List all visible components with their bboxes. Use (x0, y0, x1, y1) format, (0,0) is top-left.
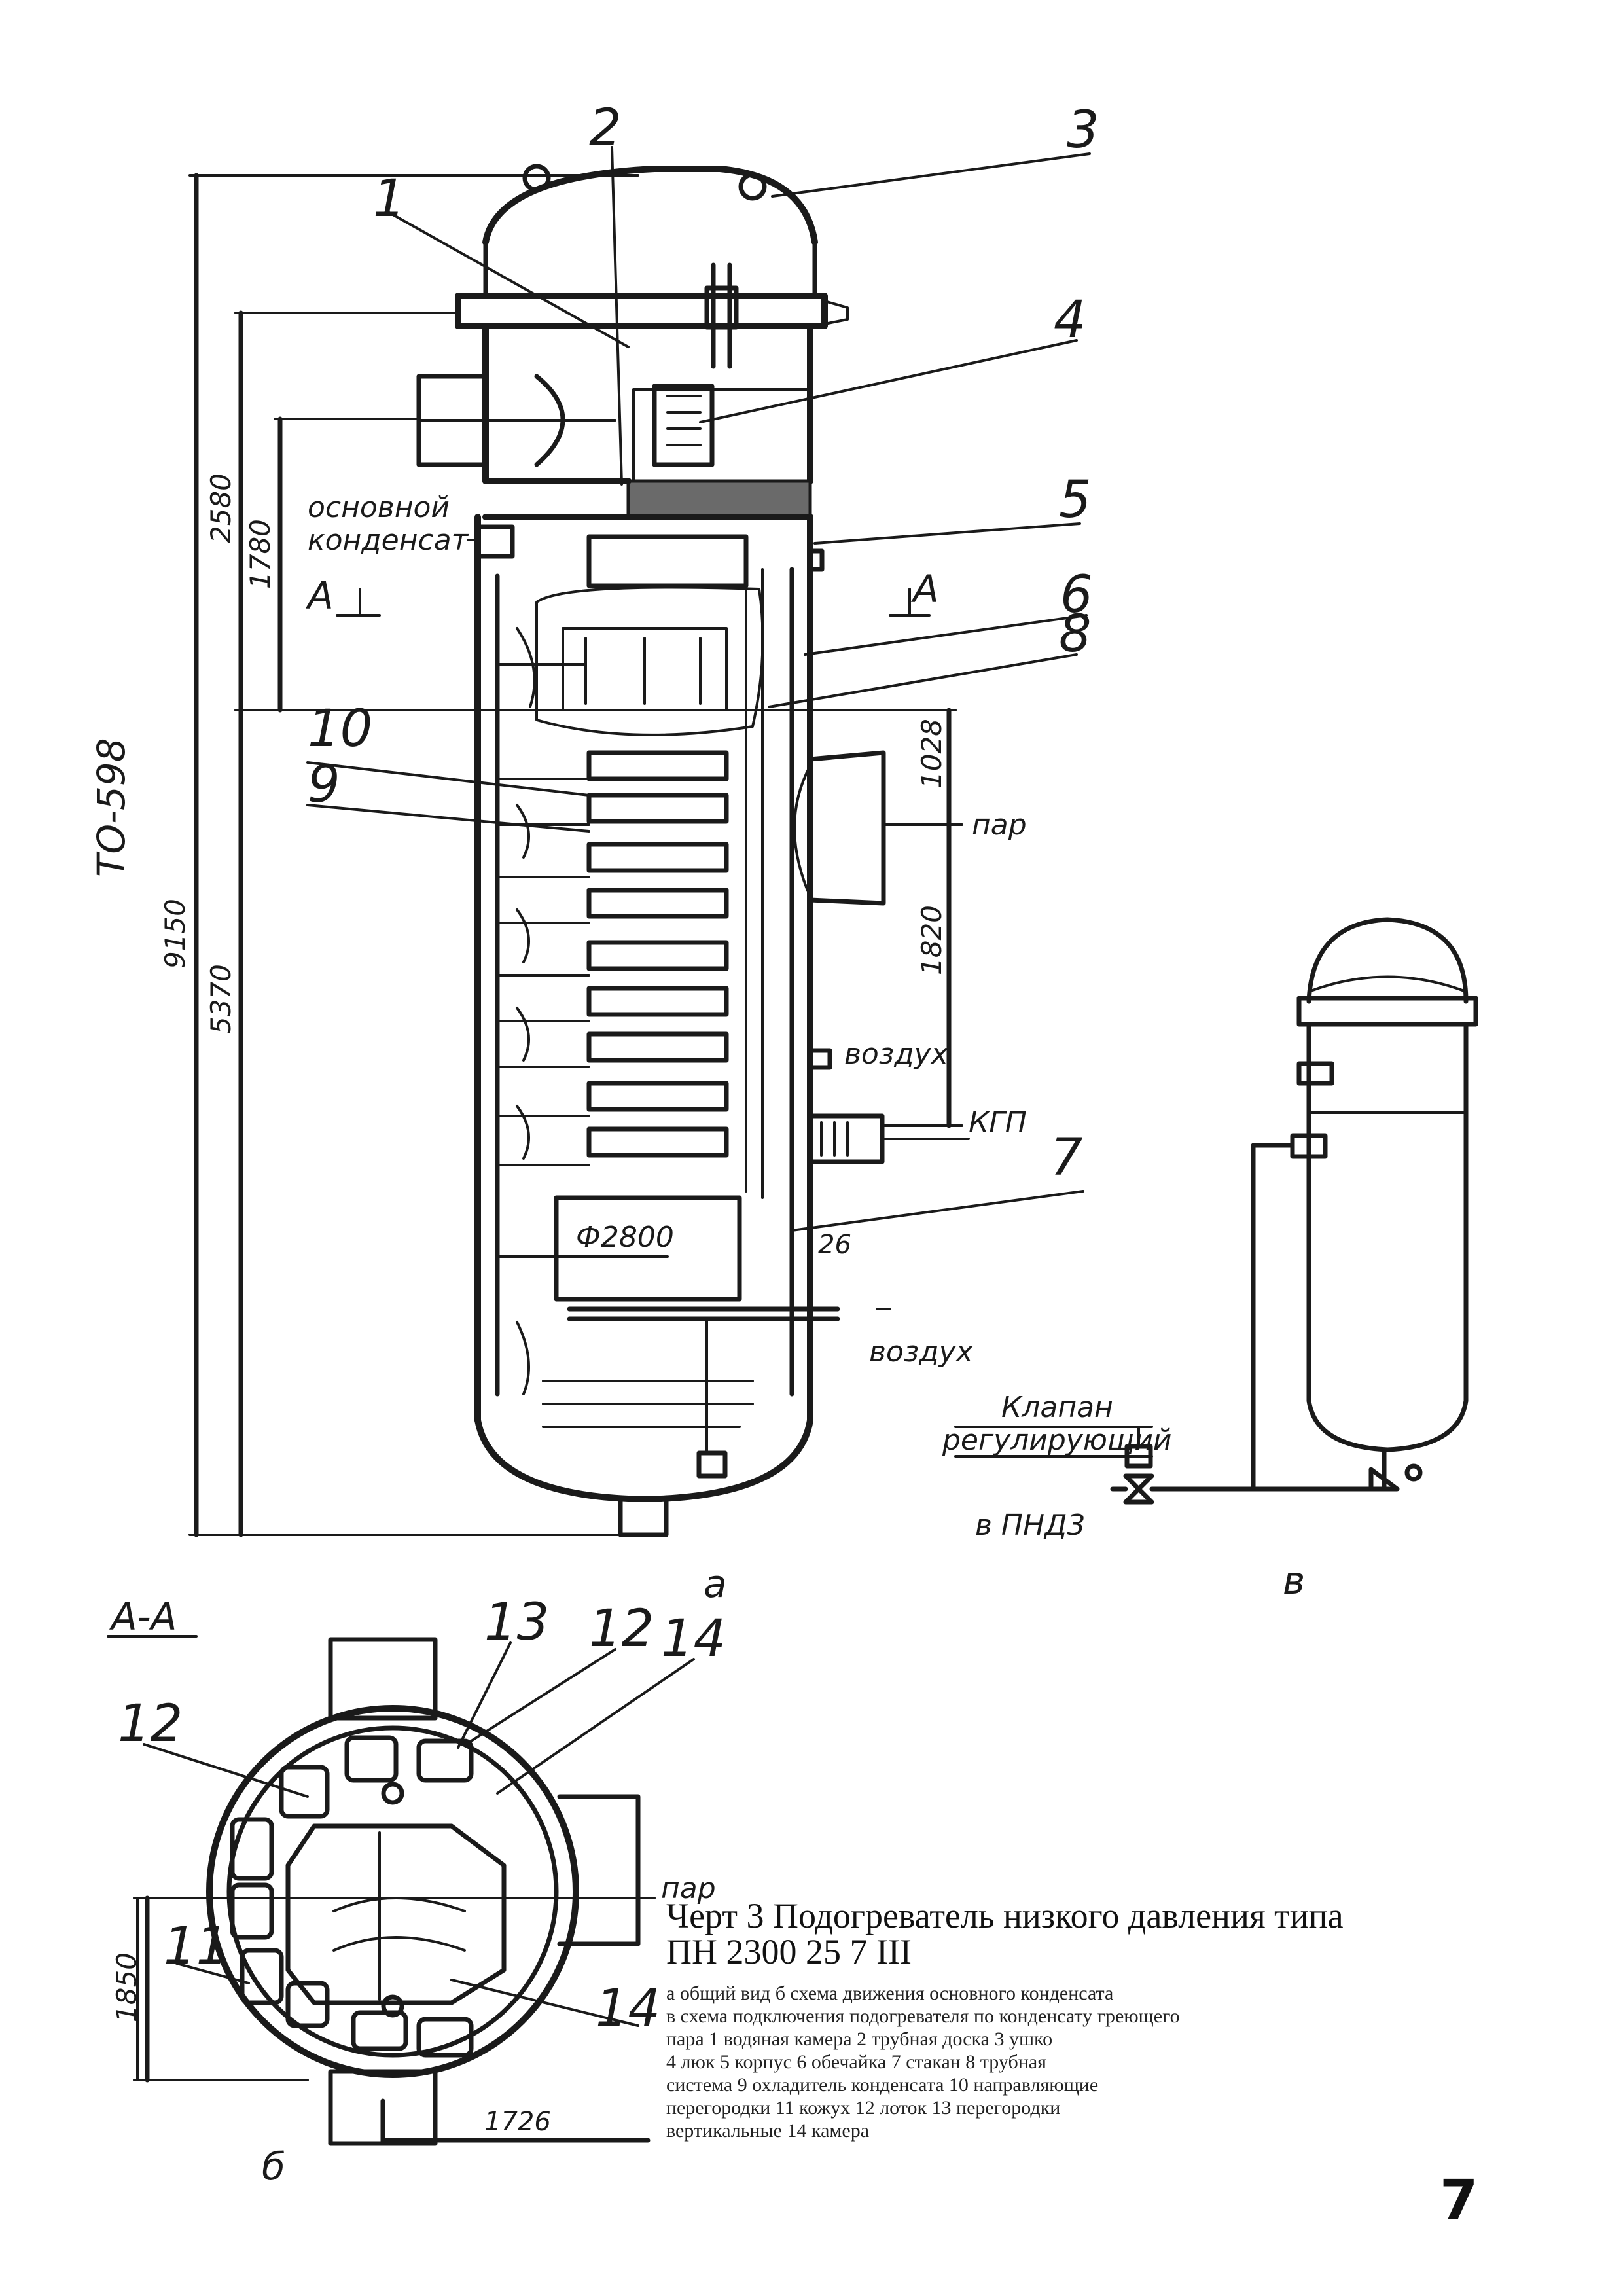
callout-2: 2 (589, 99, 622, 158)
callout-7: 7 (1050, 1128, 1083, 1187)
guide-baffles (496, 663, 669, 1258)
main-flange (455, 293, 828, 329)
label-diameter: Ф2800 (576, 1221, 674, 1254)
drain-nozzle (618, 1496, 669, 1537)
tube-sheet (626, 479, 812, 519)
callout-10: 10 (308, 700, 372, 759)
general-view (188, 146, 1091, 1537)
label-air-out: воздух (869, 1335, 974, 1369)
tube-system (586, 750, 729, 1158)
caption-line-3: пара 1 водяная камера 2 трубная доска 3 … (666, 2028, 1052, 2050)
callout-8: 8 (1059, 605, 1092, 664)
section-aa (107, 1635, 695, 2146)
dim-9150: 9150 (159, 899, 191, 969)
caption-line-1: а общий вид б схема движения основного к… (666, 1982, 1113, 2004)
drawing-id: ТО-598 (89, 738, 134, 877)
glass (554, 1195, 742, 1302)
label-section-aa: А-А (109, 1594, 177, 1639)
page-number: 7 (1440, 2168, 1478, 2232)
label-air-in: воздух (844, 1037, 949, 1071)
callout-3: 3 (1067, 101, 1099, 160)
label-main-condensate-line2: конденсат (308, 524, 469, 557)
label-kgp: КГП (969, 1106, 1027, 1139)
label-valve-line2: регулирующий (942, 1424, 1172, 1457)
manhole (652, 384, 715, 467)
label-main-condensate-line1: основной (308, 491, 450, 524)
dim-5370: 5370 (205, 964, 237, 1034)
label-view-v: в (1283, 1558, 1305, 1603)
dim-26: 26 (818, 1230, 851, 1260)
caption-line-5: система 9 охладитель конденсата 10 напра… (666, 2074, 1098, 2096)
label-section-a-left: А (305, 573, 334, 618)
dim-1726: 1726 (484, 2107, 551, 2137)
callout-12-top: 12 (589, 1600, 654, 1659)
lug-left (522, 164, 551, 192)
dim-1780: 1780 (244, 519, 276, 589)
dim-line-1726 (380, 2098, 651, 2146)
dim-1850: 1850 (111, 1952, 143, 2022)
label-steam: пар (972, 808, 1027, 842)
caption-title-line2: ПН 2300 25 7 III (666, 1932, 912, 1971)
callout-1: 1 (373, 170, 406, 228)
connection-scheme (954, 917, 1478, 1505)
lug-right (738, 172, 767, 201)
label-valve-line1: Клапан (1001, 1391, 1113, 1424)
caption-title-line1: Черт 3 Подогреватель низкого давления ти… (666, 1896, 1344, 1935)
label-to-lp3: в ПНД3 (975, 1509, 1085, 1542)
control-valve-icon (1123, 1473, 1154, 1505)
dim-2580: 2580 (205, 473, 237, 543)
callout-9: 9 (308, 755, 340, 814)
callout-14-top: 14 (661, 1609, 726, 1668)
label-section-a-right: А (910, 567, 939, 611)
label-steam-section: пар (661, 1872, 716, 1905)
callout-14-bottom: 14 (596, 1979, 660, 2038)
callout-4: 4 (1054, 291, 1086, 350)
dim-1028: 1028 (916, 719, 948, 789)
callout-13: 13 (484, 1593, 549, 1652)
casing-outer (206, 1705, 579, 2078)
callout-5: 5 (1059, 471, 1092, 529)
caption-line-4: 4 люк 5 корпус 6 обечайка 7 стакан 8 тру… (666, 2051, 1046, 2073)
label-view-b: б (262, 2144, 285, 2189)
caption-line-6: перегородки 11 кожух 12 лоток 13 перегор… (666, 2097, 1060, 2119)
callout-6: 6 (1060, 565, 1093, 624)
dim-1820: 1820 (916, 905, 948, 975)
callout-11: 11 (164, 1917, 228, 1976)
caption-line-2: в схема подключения подогревателя по кон… (666, 2005, 1180, 2027)
caption-line-7: вертикальные 14 камера (666, 2120, 869, 2142)
callout-12-left: 12 (118, 1695, 183, 1753)
shell (474, 514, 813, 1424)
label-view-a: а (704, 1562, 727, 1606)
